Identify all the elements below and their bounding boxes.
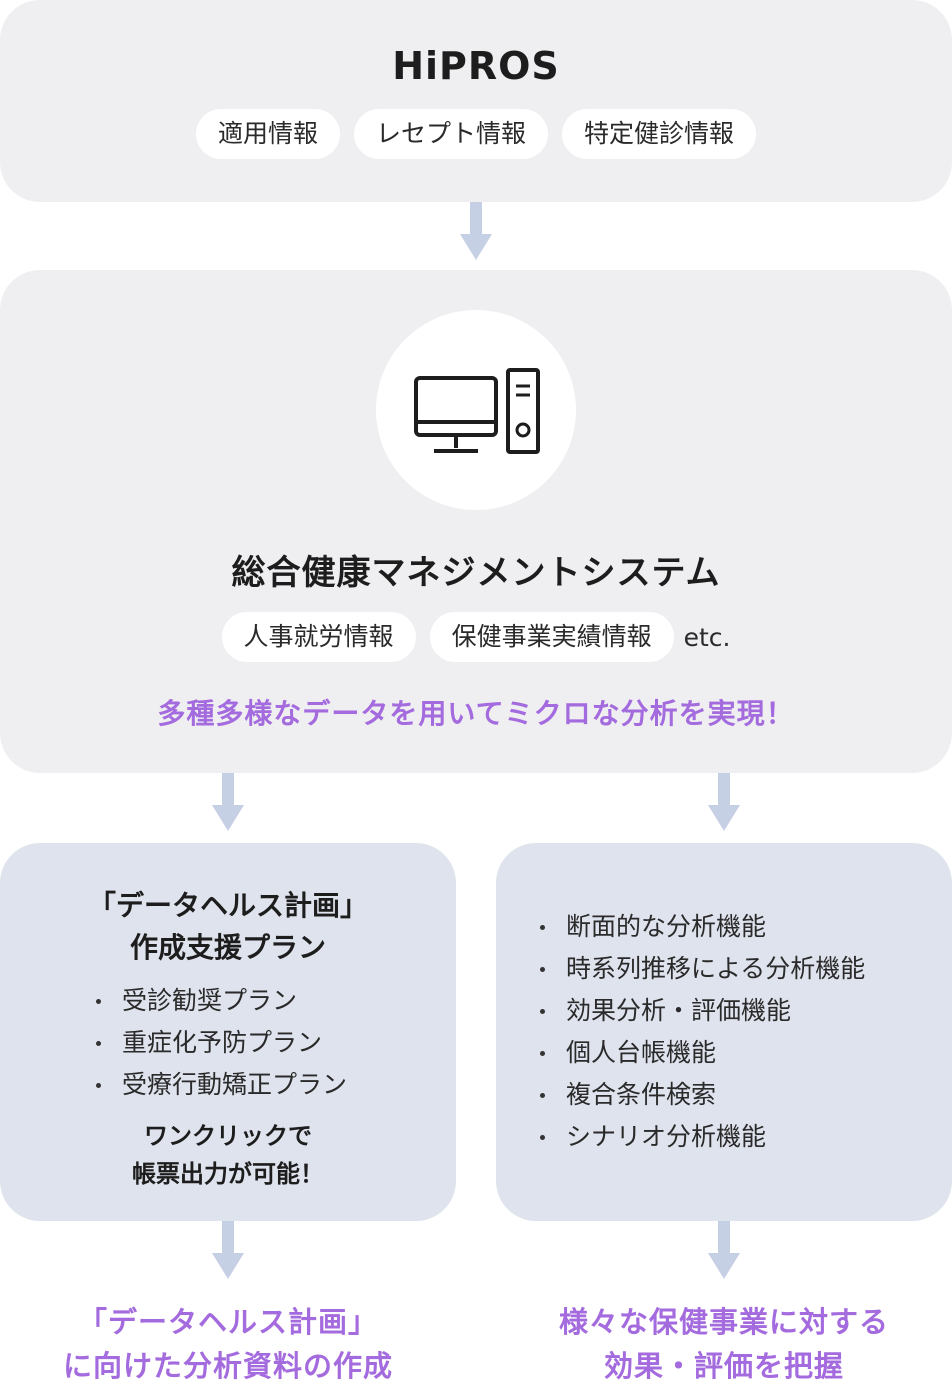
plan-note: ワンクリックで 帳票出力が可能！ (0, 1117, 456, 1193)
down-arrow-icon (212, 1221, 244, 1279)
list-item: 断面的な分析機能 (536, 906, 865, 948)
result-right-line1: 様々な保健事業に対する (558, 1305, 889, 1339)
plan-list: 受診勧奨プラン 重症化予防プラン 受療行動矯正プラン (92, 980, 347, 1106)
down-arrow-icon (212, 773, 244, 831)
list-item: 個人台帳機能 (536, 1032, 865, 1074)
hipros-title: HiPROS (392, 44, 560, 88)
list-item: 受療行動矯正プラン (92, 1064, 347, 1106)
down-arrow-icon (708, 773, 740, 831)
list-item: シナリオ分析機能 (536, 1116, 865, 1158)
plan-note-line1: ワンクリックで (144, 1122, 312, 1150)
plan-panel: 「データヘルス計画」 作成支援プラン 受診勧奨プラン 重症化予防プラン 受療行動… (0, 843, 456, 1221)
system-box: 総合健康マネジメントシステム 人事就労情報 保健事業実績情報 etc. 多種多様… (0, 270, 952, 773)
hipros-pill-row: 適用情報 レセプト情報 特定健診情報 (0, 109, 952, 159)
pill-tekiyo: 適用情報 (195, 109, 340, 159)
plan-title-line1: 「データヘルス計画」 (87, 889, 368, 922)
plan-title-line2: 作成支援プラン (129, 931, 326, 964)
pill-hoken: 保健事業実績情報 (429, 612, 674, 662)
result-right-line2: 効果・評価を把握 (603, 1349, 844, 1383)
pill-receipt: レセプト情報 (353, 109, 548, 159)
hipros-box: HiPROS 適用情報 レセプト情報 特定健診情報 (0, 0, 952, 202)
list-item: 重症化予防プラン (92, 1022, 347, 1064)
down-arrow-icon (708, 1221, 740, 1279)
result-left-line2: に向けた分析資料の作成 (62, 1349, 393, 1383)
pill-kenshin: 特定健診情報 (562, 109, 757, 159)
desktop-computer-icon (414, 368, 540, 454)
list-item: 受診勧奨プラン (92, 980, 347, 1022)
etc-label: etc. (683, 622, 731, 652)
result-left-line1: 「データヘルス計画」 (77, 1305, 378, 1339)
down-arrow-icon (460, 202, 492, 260)
list-item: 時系列推移による分析機能 (536, 948, 865, 990)
list-item: 効果分析・評価機能 (536, 990, 865, 1032)
function-panel: 断面的な分析機能 時系列推移による分析機能 効果分析・評価機能 個人台帳機能 複… (496, 843, 952, 1221)
plan-title: 「データヘルス計画」 作成支援プラン (0, 885, 456, 969)
function-list: 断面的な分析機能 時系列推移による分析機能 効果分析・評価機能 個人台帳機能 複… (536, 906, 865, 1158)
system-highlight: 多種多様なデータを用いてミクロな分析を実現！ (157, 697, 795, 730)
system-pill-row: 人事就労情報 保健事業実績情報 etc. (0, 612, 952, 662)
pill-jinji: 人事就労情報 (221, 612, 416, 662)
system-title: 総合健康マネジメントシステム (231, 553, 721, 593)
result-right: 様々な保健事業に対する 効果・評価を把握 (496, 1300, 952, 1388)
computer-icon-circle (376, 310, 576, 510)
plan-note-line2: 帳票出力が可能！ (132, 1160, 324, 1188)
list-item: 複合条件検索 (536, 1074, 865, 1116)
result-left: 「データヘルス計画」 に向けた分析資料の作成 (0, 1300, 456, 1388)
